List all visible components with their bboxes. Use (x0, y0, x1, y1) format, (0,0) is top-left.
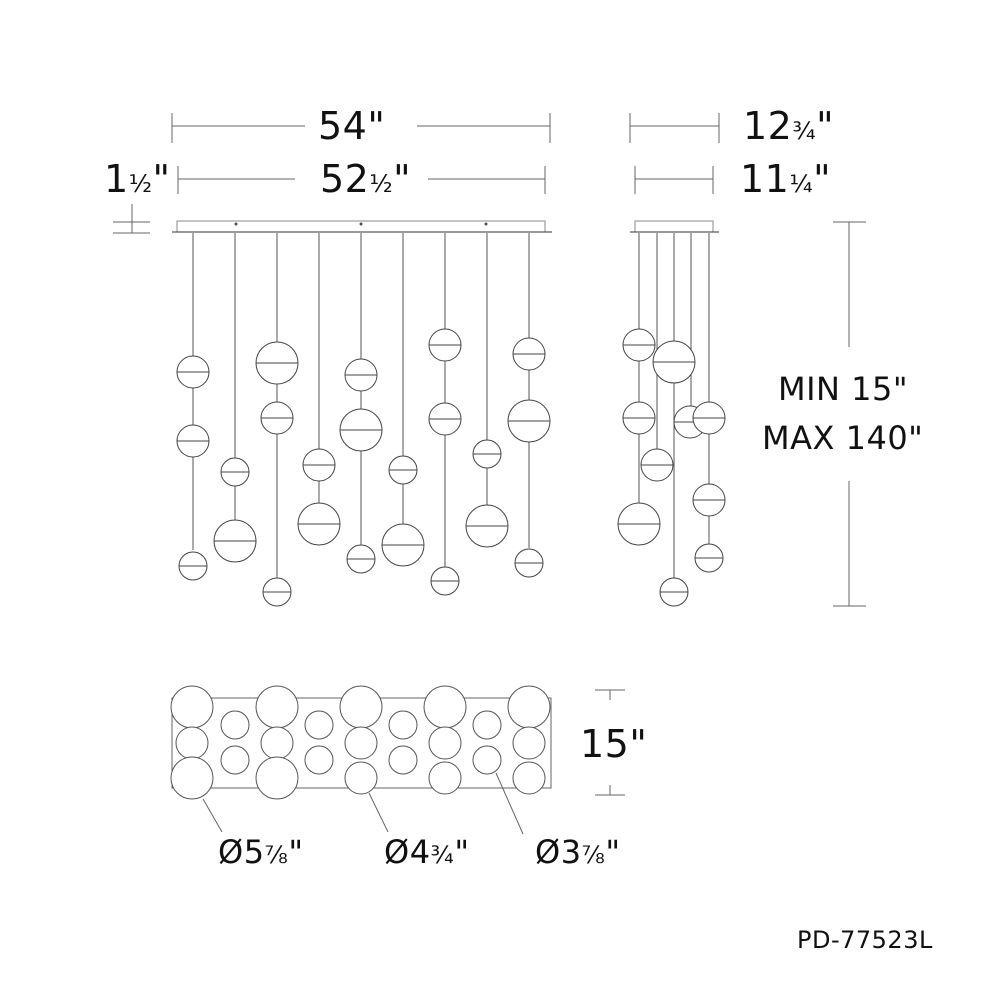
canopy-depth-whole: 11 (740, 157, 790, 201)
canopy-height-dimension-tick (113, 204, 150, 234)
height-max-label: MAX 140" (762, 419, 924, 457)
canopy-width-fraction: ½ (369, 170, 394, 198)
overall-depth-fraction: ¾ (792, 117, 817, 145)
globe-size-small-fraction: ⅞ (581, 841, 606, 869)
overall-depth-label: 12¾" (743, 107, 834, 145)
canopy-width-label: 52½" (320, 160, 411, 198)
overall-width-dimension-line (171, 113, 551, 143)
canopy-width-whole: 52 (320, 157, 370, 201)
plan-view (170, 685, 552, 835)
globe-size-small-label: Ø3⅞" (535, 836, 621, 868)
canopy-depth-label: 11¼" (740, 160, 831, 198)
globe-size-medium-whole: Ø4 (384, 833, 431, 871)
overall-width-label: 54" (318, 104, 386, 148)
globe-size-medium-label: Ø4¾" (384, 836, 470, 868)
overall-depth-dimension-line (629, 113, 720, 143)
side-view (617, 220, 726, 607)
overall-depth-whole: 12 (743, 104, 793, 148)
canopy-height-unit: " (152, 157, 171, 201)
canopy-depth-dimension-line (634, 166, 714, 194)
globe-size-medium-unit: " (454, 833, 470, 871)
overall-depth-unit: " (816, 104, 835, 148)
height-dimension-line (833, 221, 866, 607)
globe-size-large-unit: " (288, 833, 304, 871)
globe-size-medium-fraction: ¾ (430, 841, 455, 869)
globe-size-large-whole: Ø5 (218, 833, 265, 871)
globe-size-small-unit: " (605, 833, 621, 871)
globe-size-large-fraction: ⅞ (264, 841, 289, 869)
canopy-depth-fraction: ¼ (789, 170, 814, 198)
model-number: PD-77523L (797, 926, 933, 954)
canopy-width-dimension-line (177, 166, 546, 194)
globe-size-large-label: Ø5⅞" (218, 836, 304, 868)
plan-depth-label: 15" (580, 722, 648, 766)
canopy-width-unit: " (393, 157, 412, 201)
canopy-height-fraction: ½ (128, 170, 153, 198)
plan-depth-dimension-line (595, 689, 625, 796)
globe-size-small-whole: Ø3 (535, 833, 582, 871)
canopy-height-whole: 1 (104, 157, 129, 201)
height-min-label: MIN 15" (778, 370, 909, 408)
front-view (172, 220, 552, 607)
canopy-height-label: 1½" (104, 160, 170, 198)
canopy-depth-unit: " (813, 157, 832, 201)
